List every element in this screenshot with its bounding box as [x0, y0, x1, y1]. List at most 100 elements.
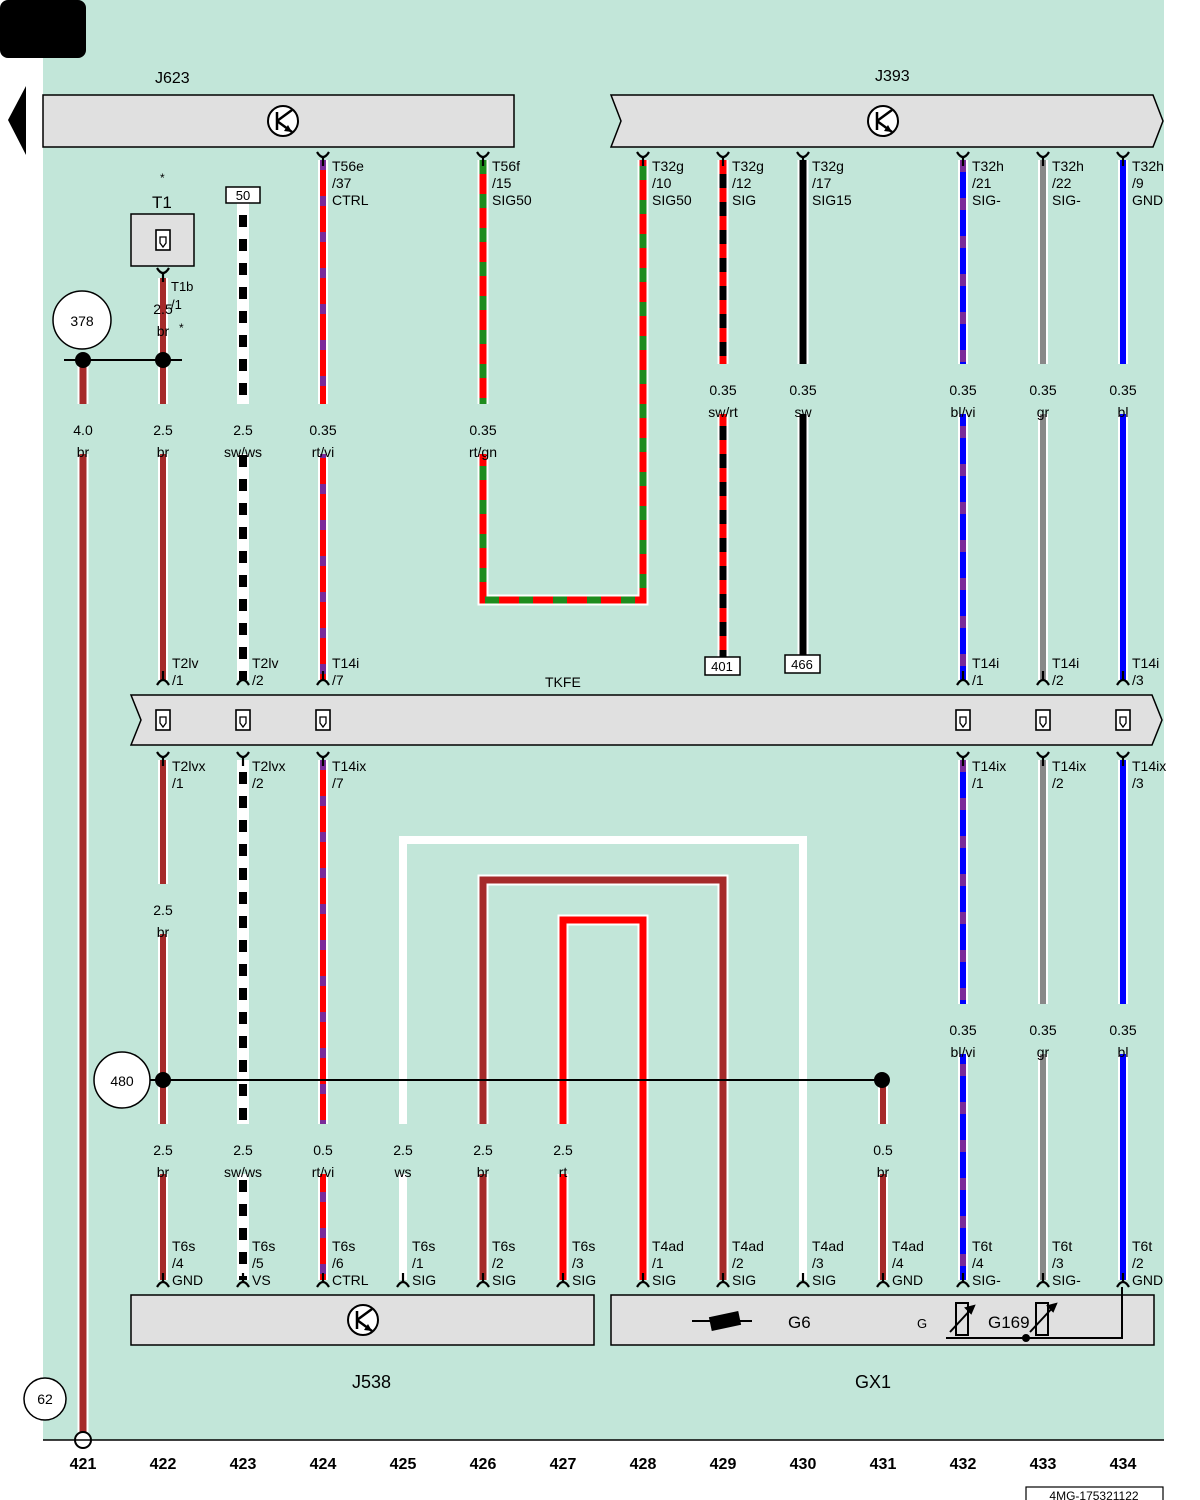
- svg-text:466: 466: [791, 657, 813, 672]
- pin-label: T56e: [332, 158, 364, 174]
- wire-size-label: 2.5: [473, 1142, 493, 1158]
- wire-color-label: gr: [1037, 404, 1050, 420]
- pin-label: SIG15: [812, 192, 852, 208]
- wire-425-430-loop: [401, 838, 805, 1280]
- wires-layer: [77, 160, 1128, 1433]
- labels-layer: 4.0 br 2.5 br 2.5 sw/ws 0.35 rt/vi 0.35 rt/gn 0.35…: [59, 150, 1166, 1289]
- pin-label: /2: [252, 672, 264, 688]
- column-number: 429: [710, 1456, 737, 1473]
- pin-label: SIG50: [652, 192, 692, 208]
- wire-size-label: 2.5: [233, 1142, 253, 1158]
- pin-label: /17: [812, 175, 832, 191]
- pin-label: T32h: [1052, 158, 1084, 174]
- pin-label: SIG: [652, 1272, 676, 1288]
- pin-label: /10: [652, 175, 672, 191]
- svg-text:480: 480: [110, 1073, 134, 1089]
- wire-label-bg: [459, 1124, 507, 1174]
- wire-label-bg: [699, 364, 747, 414]
- column-number: 432: [950, 1456, 977, 1473]
- pin-label: /3: [1132, 672, 1144, 688]
- pin-label: T4ad: [892, 1238, 924, 1254]
- wire-color-label: br: [157, 444, 170, 460]
- wire-label-bg: [939, 1004, 987, 1054]
- pin-label: /3: [1132, 775, 1144, 791]
- pin-label: T6s: [492, 1238, 515, 1254]
- column-number: 431: [870, 1456, 897, 1473]
- wire-color-label: sw/ws: [224, 1164, 262, 1180]
- wire-color-label: br: [157, 1164, 170, 1180]
- pin-label: SIG: [412, 1272, 436, 1288]
- reference-378: 378: [52, 290, 112, 350]
- t1-star: *: [160, 171, 165, 185]
- pin-label: T14ix: [1052, 758, 1086, 774]
- pin-label: T2lv: [172, 655, 198, 671]
- reference-62: 62: [23, 1377, 67, 1421]
- pin-label: T6s: [572, 1238, 595, 1254]
- pin-label: /1: [172, 775, 184, 791]
- junction-point: [874, 1072, 890, 1088]
- wire-size-label: 0.35: [1029, 1022, 1056, 1038]
- pin-label: /2: [732, 1255, 744, 1271]
- pin-label: /1: [972, 775, 984, 791]
- wire-size-label: 0.35: [469, 422, 496, 438]
- column-number: 427: [550, 1456, 577, 1473]
- pin-label: /1: [412, 1255, 424, 1271]
- pin-label: T2lv: [252, 655, 278, 671]
- column-number: 422: [150, 1456, 177, 1473]
- column-number: 425: [390, 1456, 417, 1473]
- pin-label: /2: [1052, 775, 1064, 791]
- page-tab-marker: [0, 0, 86, 58]
- t1-label: T1: [152, 193, 172, 212]
- pin-label: T6s: [252, 1238, 275, 1254]
- tkfe-plug-icon: [155, 709, 171, 731]
- pin-label: SIG-: [972, 1272, 1001, 1288]
- pin-label: /4: [892, 1255, 904, 1271]
- pin-label: T32g: [812, 158, 844, 174]
- junction-point: [155, 352, 171, 368]
- wire-427-428-loop: [559, 916, 647, 1280]
- previous-page-arrow-icon[interactable]: [8, 86, 26, 155]
- pin-label: /37: [332, 175, 352, 191]
- pin-label: /1: [172, 672, 184, 688]
- wire-size-label: 2.5: [153, 422, 173, 438]
- g169-potentiometer-icon: [946, 1287, 1123, 1342]
- wire-label-bg: [1019, 364, 1067, 414]
- pin-label: T14i: [1052, 655, 1079, 671]
- pin-label: /7: [332, 775, 344, 791]
- junction-point: [155, 1072, 171, 1088]
- svg-text:4MG-175321122: 4MG-175321122: [1049, 1489, 1139, 1500]
- pin-label: /4: [972, 1255, 984, 1271]
- pin-label: T14ix: [1132, 758, 1166, 774]
- tkfe-plug-icon: [315, 709, 331, 731]
- wire-color-label: rt/vi: [312, 444, 335, 460]
- wire-color-label: rt/gn: [469, 444, 497, 460]
- wire-color-label: bl: [1118, 1044, 1129, 1060]
- wire-color-label: sw/ws: [224, 444, 262, 460]
- wire-color-label: sw: [794, 404, 812, 420]
- pin-label: GND: [1132, 1272, 1163, 1288]
- wire-label-bg: [139, 404, 187, 454]
- g6-resistor-icon: [692, 1311, 752, 1331]
- column-number: 433: [1030, 1456, 1057, 1473]
- tkfe-connector-station: [129, 694, 1163, 746]
- pin-label: SIG: [812, 1272, 836, 1288]
- wire-size-label: 0.35: [1109, 382, 1136, 398]
- wire-size-label: 0.35: [1109, 1022, 1136, 1038]
- pin-label: /15: [492, 175, 512, 191]
- pin-label: /6: [332, 1255, 344, 1271]
- pin-label: CTRL: [332, 1272, 369, 1288]
- g6-label: G6: [788, 1313, 811, 1332]
- pin-label: SIG-: [1052, 1272, 1081, 1288]
- wire-label-bg: [539, 1124, 587, 1174]
- pin-label: CTRL: [332, 192, 369, 208]
- svg-text:62: 62: [37, 1391, 53, 1407]
- wire-size-label: 4.0: [73, 422, 93, 438]
- wire-label-bg: [1099, 364, 1147, 414]
- pin-label: T6t: [1132, 1238, 1152, 1254]
- tkfe-label: TKFE: [545, 674, 581, 690]
- j538-label: J538: [352, 1372, 391, 1392]
- column-number: 434: [1110, 1456, 1137, 1473]
- gx1-label: GX1: [855, 1372, 891, 1392]
